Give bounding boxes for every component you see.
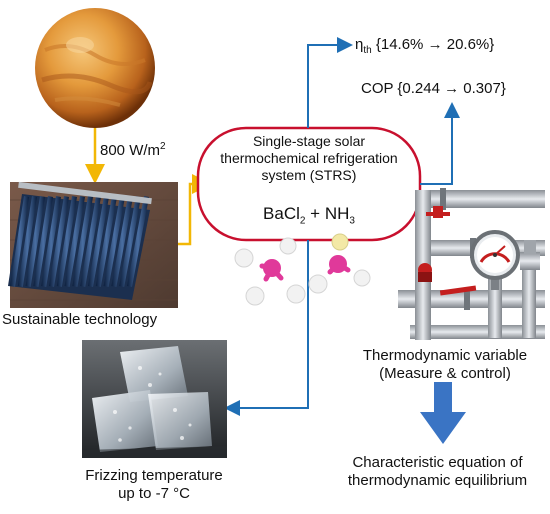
cop-arrow: [420, 102, 460, 185]
solar-panel-image: [8, 181, 178, 308]
solar-tube: [33, 196, 53, 287]
system-title: Single-stage solar thermochemical refrig…: [220, 133, 398, 183]
solar-tube: [10, 196, 29, 287]
solar-input-label: 800 W/m2: [100, 141, 166, 159]
solar-tube: [25, 196, 45, 287]
freeze-line1: Frizzing temperature: [85, 467, 223, 484]
planet-image: [35, 8, 155, 128]
solar-tube: [17, 196, 37, 287]
solar-tube: [80, 196, 101, 287]
solar-tube: [41, 196, 61, 287]
solar-tube: [64, 196, 85, 287]
equilibrium-line1: Characteristic equation of: [352, 454, 523, 471]
solar-tube: [127, 196, 149, 287]
equilibrium-label: Characteristic equation of thermodynamic…: [325, 454, 550, 490]
efficiency-label: ηth {14.6% → 20.6%}: [355, 36, 495, 56]
molecule-image: [234, 233, 371, 306]
cop-label: COP {0.244 → 0.307}: [361, 80, 506, 97]
solar-tube: [119, 196, 141, 287]
solar-tube: [49, 196, 69, 287]
efficiency-arrow: [307, 37, 353, 128]
thermo-variable-line1: Thermodynamic variable: [362, 347, 528, 364]
thermo-variable-label: Thermodynamic variable (Measure & contro…: [345, 347, 545, 383]
ice-cubes-image: [82, 340, 227, 458]
solar-tube: [111, 196, 133, 287]
panel-to-system-arrow: [178, 174, 212, 246]
cooling-arrow: [224, 240, 309, 416]
panel-caption: Sustainable technology: [2, 311, 158, 328]
solar-tube: [95, 196, 117, 287]
freeze-line2: up to -7 °C: [118, 485, 190, 502]
system-formula: BaCl2 + NH3: [263, 204, 355, 227]
solar-tube: [72, 196, 93, 287]
equilibrium-line2: thermodynamic equilibrium: [347, 472, 528, 489]
thermo-variable-line2: (Measure & control): [379, 365, 511, 382]
solar-tube: [103, 196, 125, 287]
pipework-image: [398, 188, 545, 340]
equilibrium-arrow: [420, 382, 466, 444]
solar-tube: [56, 196, 77, 287]
solar-tube: [88, 196, 109, 287]
freeze-label: Frizzing temperature up to -7 °C: [64, 467, 244, 503]
